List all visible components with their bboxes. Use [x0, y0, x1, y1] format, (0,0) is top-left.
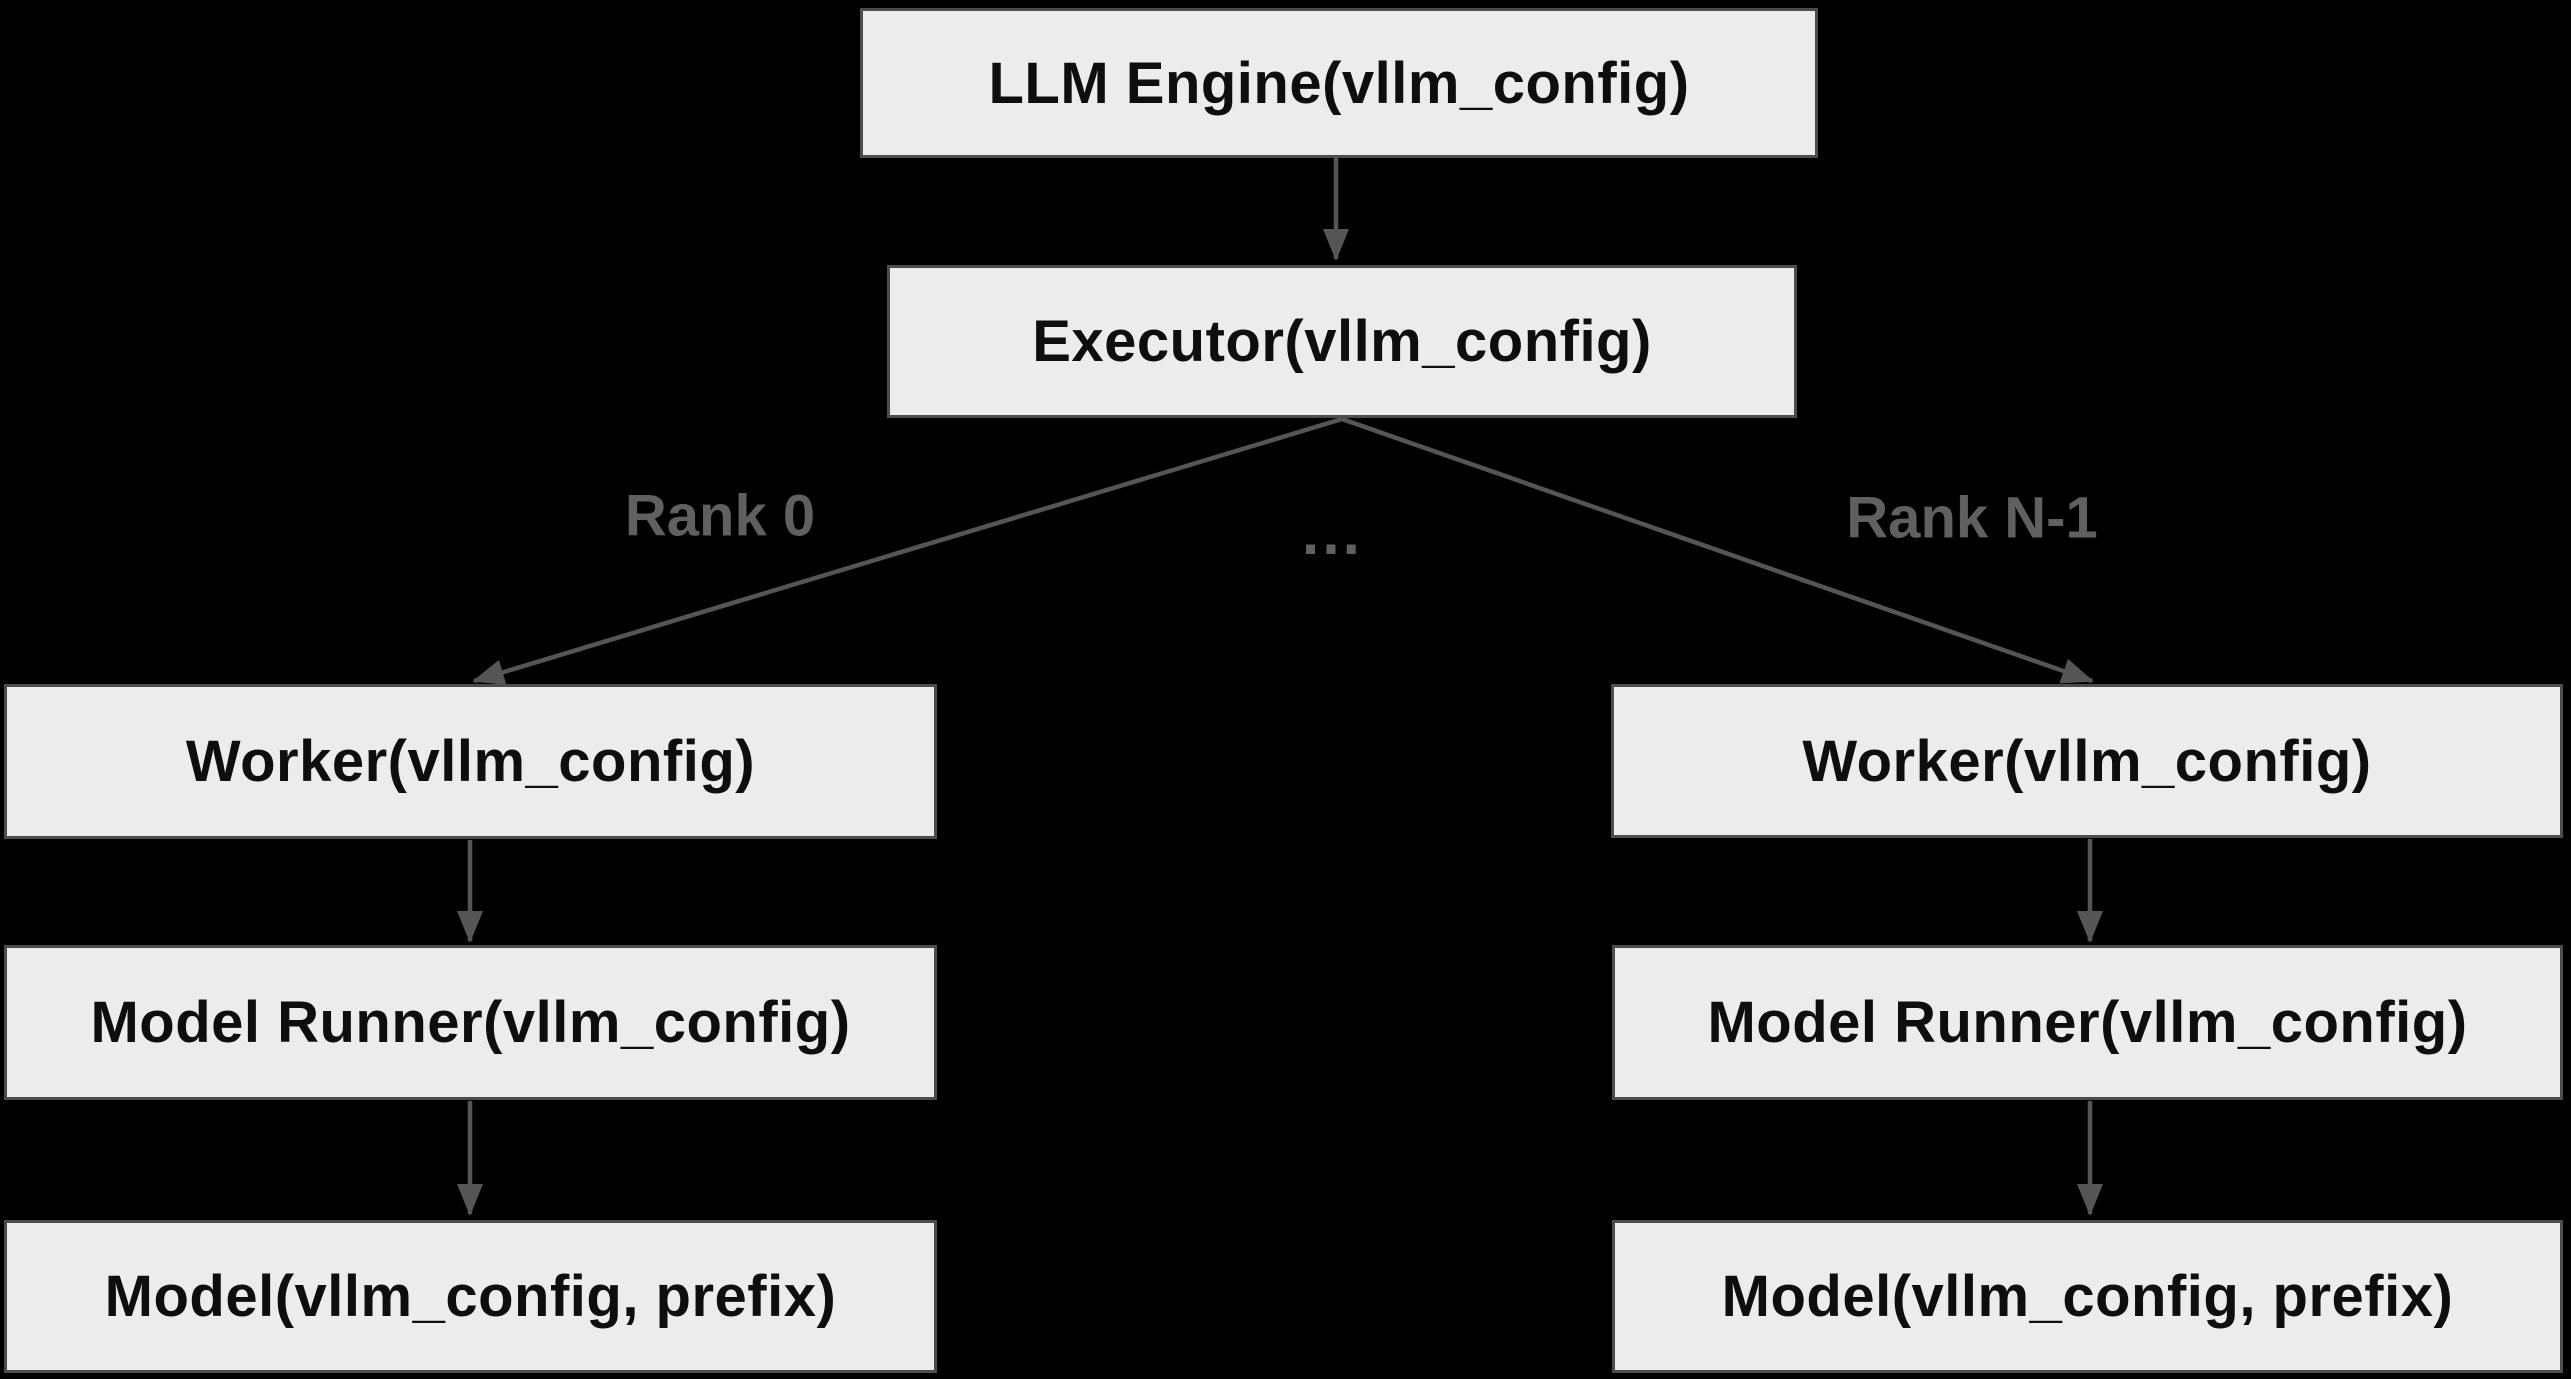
node-model-runner-rankn: Model Runner(vllm_config) [1612, 945, 2563, 1100]
node-model-rankn: Model(vllm_config, prefix) [1612, 1220, 2563, 1373]
edge-executor-to-worker-right [1341, 416, 2094, 684]
edge-executor-to-worker-left [472, 416, 1343, 685]
node-worker-rankn: Worker(vllm_config) [1611, 684, 2563, 838]
edge-label-ellipsis: … [1299, 496, 1365, 568]
node-executor-label: Executor(vllm_config) [1032, 309, 1652, 374]
node-model-runner-rank0-label: Model Runner(vllm_config) [90, 990, 851, 1055]
node-executor: Executor(vllm_config) [887, 265, 1797, 418]
edge-label-rank-0: Rank 0 [624, 483, 816, 549]
node-worker-rank0: Worker(vllm_config) [4, 684, 937, 839]
node-worker-rank0-label: Worker(vllm_config) [185, 729, 756, 794]
node-model-runner-rank0: Model Runner(vllm_config) [4, 945, 937, 1100]
node-llm-engine: LLM Engine(vllm_config) [860, 8, 1818, 158]
node-model-runner-rankn-label: Model Runner(vllm_config) [1707, 990, 2468, 1055]
node-model-rank0-label: Model(vllm_config, prefix) [104, 1264, 837, 1329]
edge-label-rank-n-1: Rank N-1 [1846, 485, 2098, 551]
node-llm-engine-label: LLM Engine(vllm_config) [988, 50, 1690, 116]
node-model-rank0: Model(vllm_config, prefix) [4, 1220, 937, 1373]
node-model-rankn-label: Model(vllm_config, prefix) [1721, 1264, 2454, 1329]
node-worker-rankn-label: Worker(vllm_config) [1802, 728, 2372, 794]
